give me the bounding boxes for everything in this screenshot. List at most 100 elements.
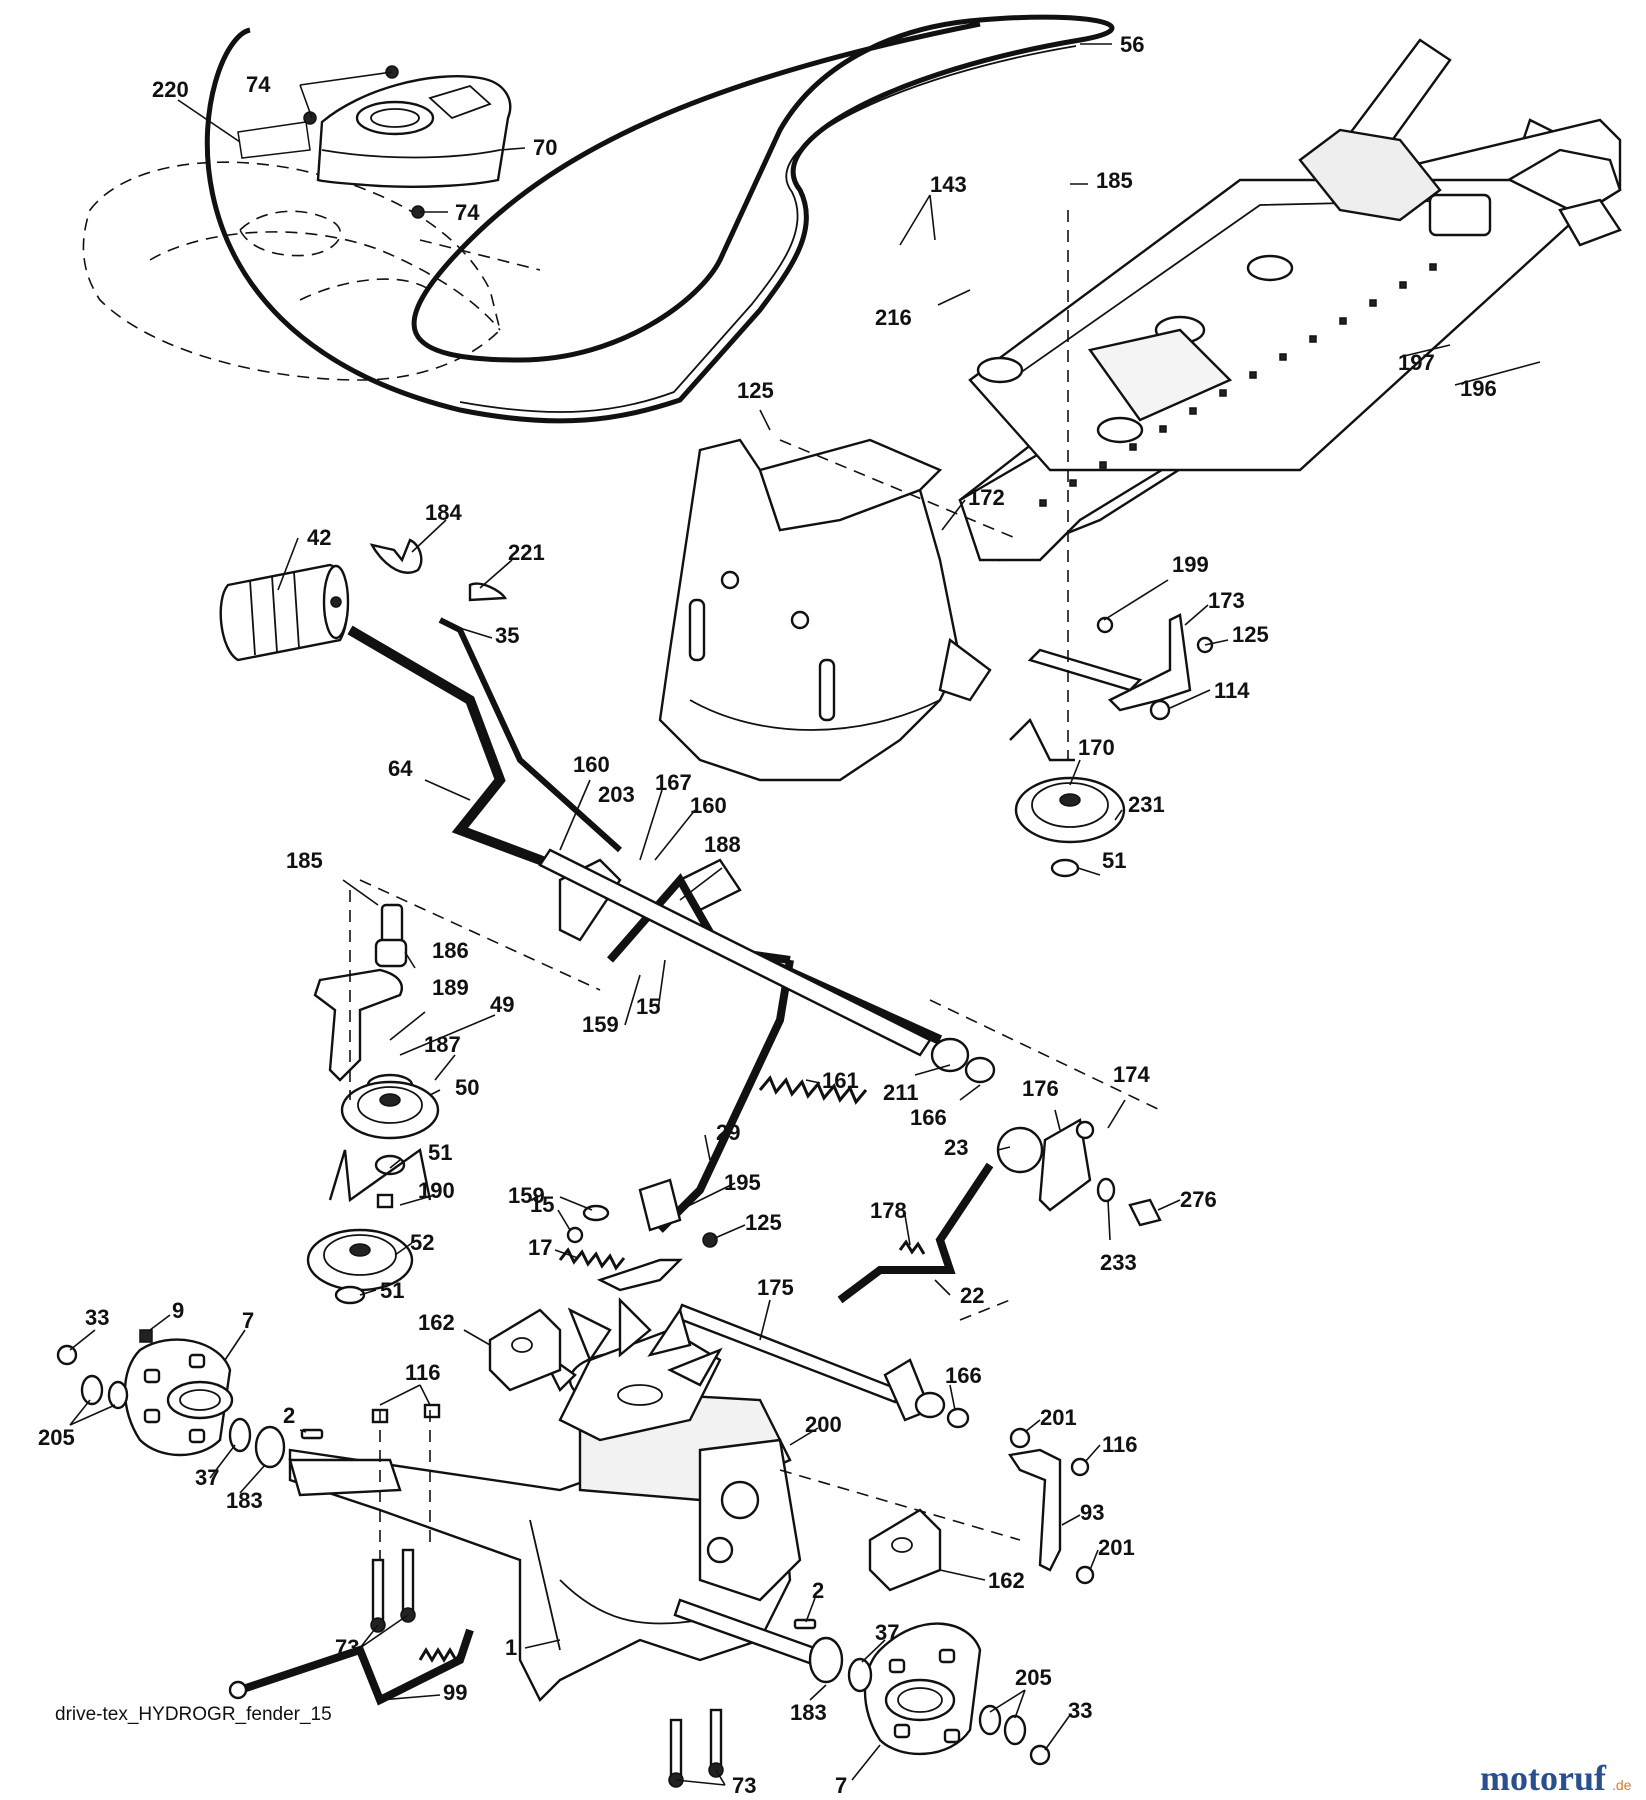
part-label: 51 — [1102, 848, 1126, 873]
part-label: 159 — [582, 1012, 619, 1037]
part-label: 195 — [724, 1170, 761, 1195]
part-label: 2 — [283, 1403, 295, 1428]
frame-holes — [1039, 263, 1437, 507]
part-label: 125 — [1232, 622, 1269, 647]
bolt-icon — [1075, 1565, 1095, 1585]
part-label: 22 — [960, 1283, 984, 1308]
bolt-icon — [1009, 1427, 1031, 1449]
nut-icon — [1070, 1457, 1090, 1477]
tractor-frame — [958, 38, 1622, 562]
part-label: 73 — [335, 1635, 359, 1660]
part-label: 187 — [424, 1032, 461, 1057]
part-label: 184 — [425, 500, 462, 525]
part-label: 160 — [573, 752, 610, 777]
part-label: 15 — [636, 994, 660, 1019]
part-label: 99 — [443, 1680, 467, 1705]
console-cover — [316, 75, 512, 188]
part-label: 174 — [1113, 1062, 1150, 1087]
axle-mount-lower — [868, 1508, 942, 1592]
leader-lines — [69, 43, 1541, 1786]
part-label: 199 — [1172, 552, 1209, 577]
part-label: 42 — [307, 525, 331, 550]
axle-mount-upper — [488, 1308, 562, 1392]
part-label: 211 — [883, 1080, 919, 1105]
right-idler-pulley — [1009, 717, 1126, 878]
part-label: 183 — [790, 1700, 827, 1725]
part-label: 70 — [533, 135, 557, 160]
part-label: 1 — [505, 1635, 517, 1660]
idler-pulley-assembly — [306, 903, 440, 1305]
part-label: 49 — [490, 992, 514, 1017]
part-label: 170 — [1078, 735, 1115, 760]
part-label: 74 — [246, 72, 271, 97]
part-label: 201 — [1040, 1405, 1077, 1430]
part-label: 186 — [432, 938, 469, 963]
part-label: 7 — [835, 1773, 847, 1798]
cotter-pin — [468, 582, 508, 602]
part-label: 125 — [745, 1210, 782, 1235]
handle-grip — [219, 563, 350, 662]
part-label: 160 — [690, 793, 727, 818]
bracket-195 — [566, 1178, 718, 1292]
fender-label-plate — [237, 121, 311, 159]
fender-outline — [82, 161, 541, 381]
part-label: 162 — [418, 1310, 455, 1335]
brand-suffix: .de — [1612, 1777, 1632, 1793]
part-label: 56 — [1120, 32, 1144, 57]
diagram-caption: drive-tex_HYDROGR_fender_15 — [55, 1704, 332, 1725]
cooling-fan — [538, 1297, 723, 1393]
part-number-labels: 220 74 70 74 56 143 185 216 197 196 125 … — [38, 32, 1497, 1798]
part-label: 7 — [242, 1308, 254, 1333]
part-label: 33 — [1068, 1698, 1092, 1723]
part-label: 190 — [418, 1178, 455, 1203]
part-label: 9 — [172, 1298, 184, 1323]
part-label: 161 — [822, 1068, 859, 1093]
part-label: 200 — [805, 1412, 842, 1437]
part-label: 33 — [85, 1305, 109, 1330]
knob-cap — [369, 538, 423, 574]
shift-lever — [837, 1118, 1162, 1304]
part-label: 220 — [152, 77, 189, 102]
part-label: 189 — [432, 975, 469, 1000]
front-frame-panel — [658, 438, 992, 782]
cross-shaft — [538, 848, 996, 1084]
part-label: 201 — [1098, 1535, 1135, 1560]
part-label: 37 — [875, 1620, 899, 1645]
bracket-173 — [1027, 613, 1214, 721]
part-label: 167 — [655, 770, 692, 795]
part-label: 35 — [495, 623, 519, 648]
part-label: 233 — [1100, 1250, 1137, 1275]
part-label: 197 — [1398, 350, 1435, 375]
part-label: 17 — [528, 1235, 552, 1260]
part-label: 183 — [226, 1488, 263, 1513]
part-label: 162 — [988, 1568, 1025, 1593]
reference-lines — [349, 210, 1161, 1560]
part-label: 166 — [945, 1363, 982, 1388]
part-label: 175 — [757, 1275, 794, 1300]
part-label: 159 — [508, 1183, 545, 1208]
part-label: 93 — [1080, 1500, 1104, 1525]
part-label: 205 — [38, 1425, 75, 1450]
part-label: 185 — [1096, 168, 1133, 193]
part-label: 231 — [1128, 792, 1165, 817]
part-label: 205 — [1015, 1665, 1052, 1690]
part-label: 15 — [530, 1192, 554, 1217]
part-label: 52 — [410, 1230, 434, 1255]
part-label: 51 — [428, 1140, 452, 1165]
part-label: 221 — [508, 540, 545, 565]
wheel-hub-right — [793, 1618, 1051, 1766]
brand-name: motoruf — [1480, 1758, 1607, 1798]
drive-belt — [204, 14, 1115, 424]
part-label: 125 — [737, 378, 774, 403]
part-label: 176 — [1022, 1076, 1059, 1101]
part-label: 166 — [910, 1105, 947, 1130]
part-label: 114 — [1214, 678, 1250, 703]
part-label: 188 — [704, 832, 741, 857]
part-label: 178 — [870, 1198, 907, 1223]
part-label: 51 — [380, 1278, 404, 1303]
part-label: 203 — [598, 782, 635, 807]
part-label: 143 — [930, 172, 967, 197]
part-label: 50 — [455, 1075, 479, 1100]
part-label: 276 — [1180, 1187, 1217, 1212]
